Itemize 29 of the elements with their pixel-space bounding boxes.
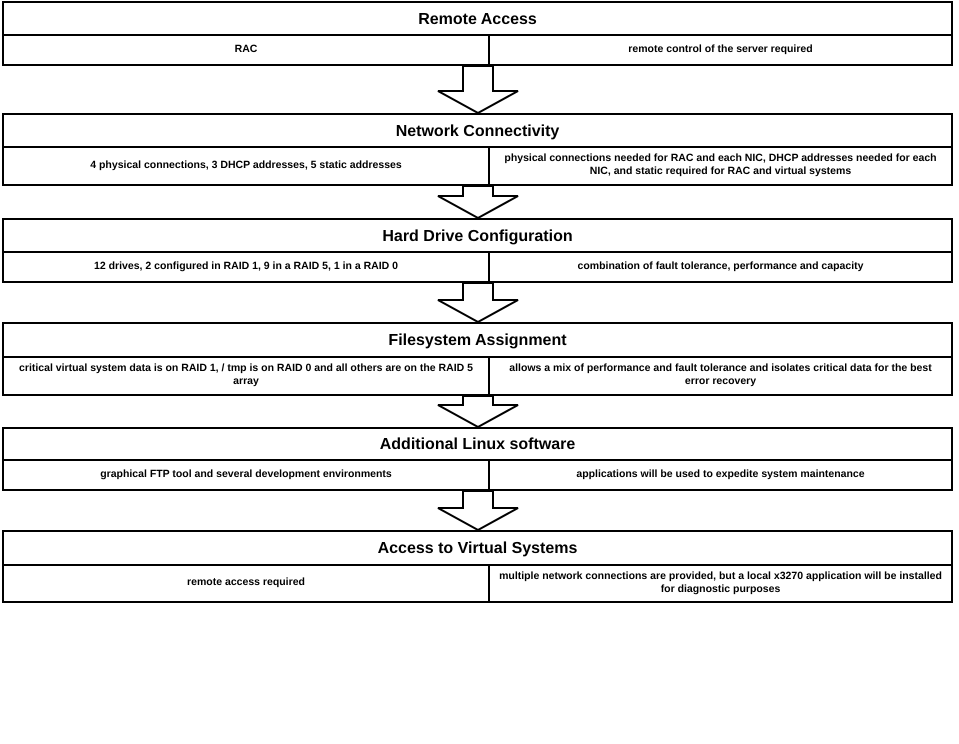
section-panel (2, 427, 953, 491)
section-panel (2, 530, 953, 603)
cell-text: applications will be used to expedite system maintenance (576, 468, 865, 480)
cell-text: 4 physical connections, 3 DHCP addresses, 5 static addresses (90, 158, 402, 172)
section-heading: Network Connectivity (396, 122, 560, 140)
section-heading: Additional Linux software (380, 436, 576, 454)
hollow-arrow (437, 395, 519, 428)
cell-text: physical connections needed for RAC and each NIC, DHCP addresses needed for each NIC, and static required for RAC and virtual systems (503, 152, 938, 178)
section-panel (2, 113, 953, 186)
hollow-arrow (437, 185, 519, 220)
hollow-arrow (437, 490, 519, 532)
cell-text: 12 drives, 2 configured in RAID 1, 9 in a RAID 5, 1 in a RAID 0 (94, 260, 398, 272)
hollow-arrow (437, 65, 519, 114)
cell-text: multiple network connections are provided, but a local x3270 application will be installed for diagnostic purposes (498, 570, 943, 596)
cell-text: critical virtual system data is on RAID 1, / tmp is on RAID 0 and all others are on the RAID 5 array (18, 362, 474, 388)
hollow-arrow (437, 282, 519, 324)
cell-text: combination of fault tolerance, performance and capacity (578, 260, 864, 272)
section-heading: Filesystem Assignment (388, 332, 567, 350)
section-heading: Access to Virtual Systems (378, 540, 578, 558)
section-heading: Remote Access (418, 10, 537, 28)
section-panel (2, 322, 953, 396)
cell-text: graphical FTP tool and several development environments (100, 468, 392, 480)
section-heading: Hard Drive Configuration (382, 228, 573, 246)
cell-text: remote access required (187, 576, 305, 589)
cell-text: RAC (234, 42, 258, 56)
section-panel (2, 1, 953, 66)
section-panel (2, 218, 953, 283)
cell-text: allows a mix of performance and fault tolerance and isolates critical data for the best error recovery (508, 362, 933, 388)
cell-text: remote control of the server required (628, 42, 813, 56)
